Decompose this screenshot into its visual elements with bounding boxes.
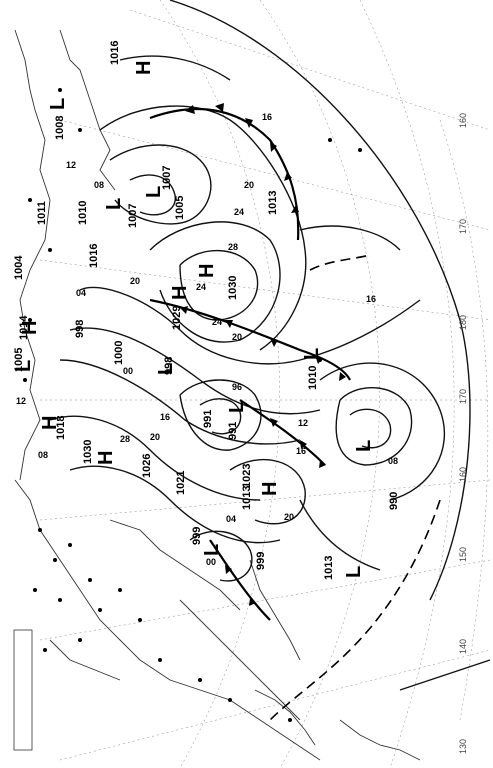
isobar-label: 1005 xyxy=(13,348,25,372)
low-center: L xyxy=(226,401,248,413)
isobar-label: 1007 xyxy=(127,204,139,228)
low-center: L xyxy=(47,98,69,110)
isobar-label: 1013 xyxy=(241,486,253,510)
isobar-value: 28 xyxy=(120,434,130,444)
isobar-label: 1013 xyxy=(323,556,335,580)
isobar-label: 1016 xyxy=(109,41,121,65)
isobar-value: 28 xyxy=(228,242,238,252)
longitude-label: 170 xyxy=(458,389,468,404)
isobar-label: 998 xyxy=(163,357,175,375)
isobar-label: 1016 xyxy=(88,244,100,268)
isobar-label: 999 xyxy=(191,527,203,545)
trough-line xyxy=(269,499,441,721)
high-center: H xyxy=(95,451,117,465)
isobar-label: 1030 xyxy=(82,440,94,464)
longitude-label: 130 xyxy=(458,739,468,754)
isobar-value: 00 xyxy=(123,366,133,376)
isobar-label: 1014 xyxy=(18,315,30,340)
longitude-label: 180 xyxy=(458,315,468,330)
low-center: L xyxy=(143,186,165,198)
pressure-centers: H H H L L L L L H H H L L L H L L xyxy=(13,61,375,578)
isobar-value: 08 xyxy=(388,456,398,466)
isobar-value: 20 xyxy=(130,276,140,286)
isobar-value: 24 xyxy=(212,317,222,327)
isobar-label: 1004 xyxy=(13,255,25,280)
low-center: L xyxy=(13,360,35,372)
longitude-label: 170 xyxy=(458,219,468,234)
isobar-value: 20 xyxy=(244,180,254,190)
high-center: H xyxy=(169,286,191,300)
longitude-labels: 160 170 180 170 160 150 140 130 xyxy=(458,113,468,754)
isobar-label: 1011 xyxy=(36,201,48,225)
isobar-value: 12 xyxy=(298,418,308,428)
isobar-value-labels: 16 20 24 28 12 08 04 00 96 16 20 24 20 1… xyxy=(16,112,398,567)
isobar-value: 00 xyxy=(206,557,216,567)
isobar-value: 04 xyxy=(226,514,236,524)
isobar-value: 04 xyxy=(76,288,86,298)
isobar-label: 1007 xyxy=(161,166,173,190)
isobar-label: 1029 xyxy=(171,306,183,330)
legend-box xyxy=(13,629,33,751)
isobar-label: 1023 xyxy=(241,464,253,488)
coastlines xyxy=(14,29,421,761)
isobar-value: 16 xyxy=(366,294,376,304)
trough-line-upper xyxy=(309,254,371,271)
high-center: H xyxy=(39,416,61,430)
isobar-label: 1018 xyxy=(55,416,67,440)
low-center: L xyxy=(155,363,177,375)
isobar-label: 991 xyxy=(227,422,239,440)
isobar-value: 12 xyxy=(66,160,76,170)
isobar-value: 24 xyxy=(196,282,206,292)
low-center: L xyxy=(103,198,125,210)
isobar-value: 20 xyxy=(150,432,160,442)
isobar-value: 08 xyxy=(38,450,48,460)
isobar-value: 96 xyxy=(232,382,242,392)
isobar-value: 20 xyxy=(284,512,294,522)
isobar-label: 1021 xyxy=(175,471,187,495)
graticule xyxy=(39,0,491,768)
longitude-label: 160 xyxy=(458,113,468,128)
isobar-value: 16 xyxy=(296,446,306,456)
high-center: H xyxy=(19,321,41,335)
isobar-label: 999 xyxy=(255,552,267,570)
low-center: L xyxy=(353,440,375,452)
low-center: L xyxy=(201,544,223,556)
isobar-value: 24 xyxy=(234,207,244,217)
isobar-label: 990 xyxy=(388,492,400,510)
low-center: L xyxy=(343,566,365,578)
isobar-value: 16 xyxy=(160,412,170,422)
isobar-label: 1013 xyxy=(267,191,279,215)
low-center: L xyxy=(301,348,323,360)
isobar-labels: 1016 1007 1011 1013 1010 1005 1007 1016 … xyxy=(13,41,400,580)
high-center: H xyxy=(133,61,155,75)
isobar-value: 08 xyxy=(94,180,104,190)
isobar-label: 1030 xyxy=(227,276,239,300)
isobar-label: 991 xyxy=(202,410,214,428)
isobar-label: 1005 xyxy=(174,196,186,220)
longitude-label: 140 xyxy=(458,639,468,654)
isobar-label: 1010 xyxy=(77,201,89,225)
isobar-label: 1010 xyxy=(307,366,319,390)
isobar-value: 20 xyxy=(232,332,242,342)
station-plots xyxy=(23,88,362,722)
chart-boundary xyxy=(169,0,491,691)
high-center: H xyxy=(259,482,281,496)
isobar-label: 1026 xyxy=(141,454,153,478)
longitude-label: 160 xyxy=(458,467,468,482)
isobars xyxy=(49,55,445,582)
isobar-label: 1000 xyxy=(113,341,125,365)
isobar-label: 998 xyxy=(74,320,86,338)
high-center: H xyxy=(196,264,218,278)
isobar-label: 1008 xyxy=(54,116,66,140)
isobar-value: 16 xyxy=(262,112,272,122)
fronts xyxy=(149,103,351,621)
isobar-value: 12 xyxy=(16,396,26,406)
longitude-label: 150 xyxy=(458,547,468,562)
